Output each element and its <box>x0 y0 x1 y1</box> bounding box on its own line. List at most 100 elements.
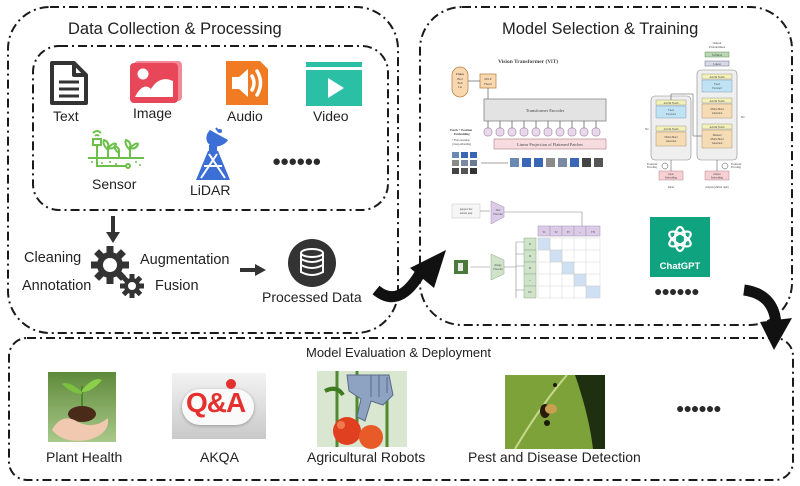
positional-encoding-left <box>661 162 669 170</box>
diagram-label: Patch + Position <box>450 128 472 132</box>
diagram-label: Add & Norm <box>710 100 726 103</box>
clip-image-tokens <box>523 237 537 299</box>
leaf-with-pest-photo <box>505 374 605 450</box>
gears-icon <box>91 246 144 298</box>
diagram-label: Class <box>456 72 465 76</box>
diagram-label: Input <box>668 173 674 176</box>
collection-title: Data Collection & Processing <box>68 20 282 38</box>
diagram-label: Add & Norm <box>664 128 680 131</box>
softmax-block <box>704 51 730 58</box>
database-icon <box>288 239 336 287</box>
training-title: Model Selection & Training <box>502 20 699 38</box>
diagram-label: Add & Norm <box>664 102 680 105</box>
diagram-label: Encoder <box>493 268 502 271</box>
diagram-label: Embedding <box>454 132 470 136</box>
step-augmentation: Augmentation <box>140 252 230 268</box>
diagram-label: Attention <box>712 142 723 145</box>
app-label-pest-disease-detection: Pest and Disease Detection <box>468 449 641 465</box>
right-arrow-icon <box>240 264 266 276</box>
diagram-label: Embedding <box>711 177 724 180</box>
diagram-label: IN <box>528 290 532 294</box>
diagram-label: I1 <box>529 242 532 246</box>
more-sources-ellipsis: ●●●●●● <box>272 153 321 170</box>
diagram-label: T3 <box>566 230 570 234</box>
collection-frame <box>7 6 399 334</box>
diagram-label: Output <box>713 41 722 45</box>
step-cleaning: Cleaning <box>24 250 82 266</box>
diagram-label: Linear Projection of Flattened Patches <box>517 142 583 147</box>
diagram-label: Inputs <box>668 186 674 189</box>
diagram-label: Feed <box>668 109 674 112</box>
step-annotation: Annotation <box>22 278 92 294</box>
diagram-label: Multi-Head <box>664 136 678 139</box>
positional-encoding-right <box>721 162 729 170</box>
diagram-label: Ball <box>458 81 463 85</box>
diagram-label: TN <box>591 230 596 234</box>
diagram-label: Text <box>496 209 501 212</box>
curved-arrow-to-training <box>372 250 446 303</box>
down-arrow-icon <box>106 216 120 243</box>
source-label-image: Image <box>133 105 172 121</box>
vit-transformer-encoder <box>483 98 607 122</box>
diagram-label: Multi-Head <box>710 108 724 111</box>
question-mark-badge <box>226 379 236 389</box>
processed-data-label: Processed Data <box>262 289 362 305</box>
diagram-label: I3 <box>529 266 532 270</box>
sources-frame <box>32 45 389 211</box>
diagram-label: Outputs (shifted right) <box>705 186 728 189</box>
diagram-label: [class] embedding <box>452 143 472 146</box>
diagram-label: Probabilities <box>709 45 726 49</box>
app-label-akqa: AKQA <box>200 449 239 465</box>
app-label-agricultural-robots: Agricultural Robots <box>307 449 426 465</box>
linear-block <box>704 60 730 67</box>
app-label-plant-health: Plant Health <box>46 449 123 465</box>
diagram-label: T1 <box>542 230 546 234</box>
source-label-sensor: Sensor <box>92 176 137 192</box>
diagram-label: Softmax <box>712 53 723 57</box>
diagram-label: Masked <box>713 134 722 137</box>
diagram-label: Positional <box>731 163 742 166</box>
diagram-label: Embedding <box>665 177 678 180</box>
diagram-label: Attention <box>712 112 723 115</box>
chatgpt-logo: ChatGPT <box>650 217 710 277</box>
diagram-label: Add & Norm <box>710 76 726 79</box>
diagram-label: pepper the <box>460 207 473 211</box>
diagram-label: Attention <box>666 140 677 143</box>
diagram-label: MLP <box>484 77 491 81</box>
diagram-label: Positional <box>647 163 658 166</box>
diagram-label: Feed <box>714 83 720 86</box>
diagram-label: Forward <box>712 87 722 90</box>
diagram-label: ... <box>579 230 582 234</box>
clip-image-encoder <box>490 253 505 281</box>
diagram-label: Nx <box>741 115 745 119</box>
diagram-label: Forward <box>666 113 676 116</box>
diagram-label: Car <box>458 85 462 89</box>
diagram-label: Bird <box>457 77 463 81</box>
lidar-tower-icon <box>196 127 230 180</box>
step-fusion: Fusion <box>155 278 199 294</box>
diagram-label: Image <box>495 264 503 267</box>
chatgpt-label: ChatGPT <box>659 261 701 272</box>
diagram-label: Head <box>484 82 492 86</box>
diagram-label: Encoder <box>493 213 502 216</box>
vit-diagram: Vision Transformer (ViT) Class Bird Ball… <box>450 58 607 174</box>
clip-diagram: pepper the aussie pup Text Encoder T1 T2… <box>451 200 601 299</box>
source-label-audio: Audio <box>227 108 263 124</box>
video-player-icon <box>306 62 362 106</box>
diagram-label: T2 <box>554 230 558 234</box>
vit-image-patches <box>452 152 477 174</box>
diagram-label: Add & Norm <box>710 126 726 129</box>
diagram-label: Multi-Head <box>710 138 724 141</box>
source-label-video: Video <box>313 108 349 124</box>
clip-text-encoder <box>490 200 505 225</box>
openai-icon <box>668 225 692 253</box>
vit-title: Vision Transformer (ViT) <box>498 58 558 65</box>
diagram-label: Linear <box>713 62 721 66</box>
vit-embedding-tokens <box>483 127 601 137</box>
curved-arrow-to-deployment <box>742 284 792 350</box>
more-applications-ellipsis: ●●●●●● <box>676 400 722 416</box>
clip-similarity-matrix <box>537 237 601 299</box>
diagram-label: Transformer Encoder <box>526 108 565 113</box>
training-frame <box>419 6 793 326</box>
